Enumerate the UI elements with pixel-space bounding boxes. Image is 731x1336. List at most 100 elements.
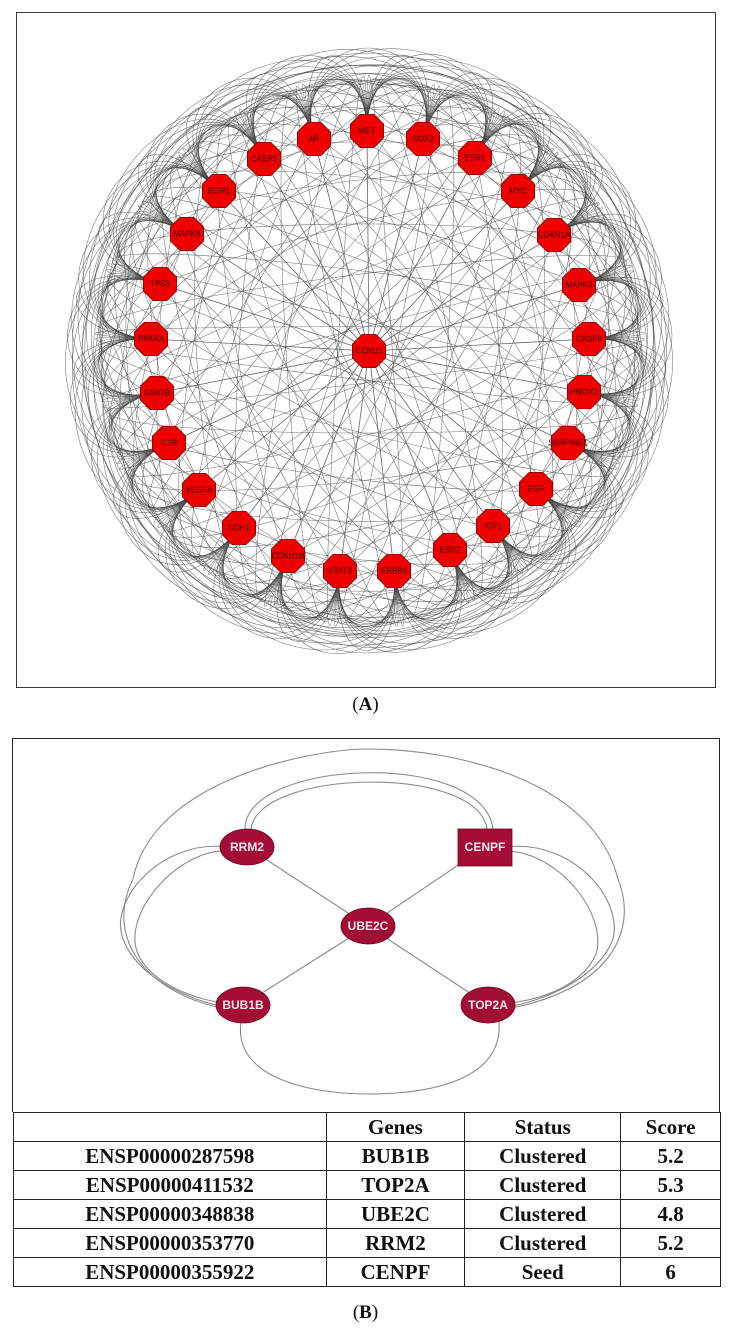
node-label: IGF1	[484, 522, 502, 531]
octagon-node-shape	[221, 510, 257, 545]
node-label: MAPK8	[173, 230, 201, 239]
node-label: ESR1	[465, 154, 486, 163]
cluster-edges	[120, 748, 625, 1095]
cell-id: ENSP00000287598	[13, 1141, 327, 1171]
octagon-node-shape	[181, 472, 217, 508]
table-row: ENSP00000287598 BUB1B Clustered 5.2	[13, 1141, 721, 1171]
header-score: Score	[620, 1112, 721, 1142]
table-row: ENSP00000348838 UBE2C Clustered 4.8	[13, 1199, 721, 1229]
cell-status: Clustered	[464, 1170, 622, 1200]
cell-score: 5.3	[620, 1170, 721, 1200]
cell-gene: UBE2C	[325, 1199, 466, 1229]
gene-node-gsk3b: GSK3B	[139, 375, 175, 411]
node-label: CDH1	[228, 524, 250, 533]
gene-node-igf1: IGF1	[475, 508, 511, 543]
network-nodes: METSOX2ESR1MYCCDKN1AMAPK3CASP9HMOX1SERPI…	[133, 114, 606, 588]
gene-node-cdkn1b: CDKN1B	[270, 539, 306, 573]
octagon-node-shape	[519, 471, 553, 507]
gene-node-ar: AR	[296, 122, 332, 157]
node-label: CASP9	[576, 335, 603, 344]
caption-a: (A)	[352, 694, 379, 715]
node-label: HMOX1	[570, 388, 599, 397]
octagon-node-shape	[551, 425, 585, 461]
octagon-node-shape	[562, 267, 596, 303]
cell-score: 5.2	[620, 1228, 721, 1258]
cluster-node-cenpf: CENPF	[457, 828, 513, 867]
gene-node-sox2: SOX2	[405, 122, 441, 157]
octagon-node-shape	[133, 321, 169, 357]
node-label: CCND1	[355, 347, 383, 356]
ellipse-node-shape	[215, 986, 271, 1024]
cluster-network: RRM2 CENPF UBE2C BUB1B TOP2A	[120, 748, 625, 1095]
octagon-node-shape	[500, 173, 535, 209]
gene-node-hmox1: HMOX1	[567, 374, 601, 410]
node-label: GSK3B	[144, 389, 171, 398]
node-label: EGR1	[208, 187, 230, 196]
gene-node-egf: EGF	[519, 471, 553, 507]
node-label: CDKN1A	[538, 231, 571, 240]
table-row: ENSP00000355922 CENPF Seed 6	[13, 1257, 721, 1287]
node-label: UBE2C	[348, 919, 389, 933]
cluster-table: Genes Status Score ENSP00000287598 BUB1B…	[13, 1112, 721, 1287]
ellipse-node-shape	[219, 828, 275, 866]
node-label: BUB1B	[222, 998, 264, 1012]
network-edges-hub	[150, 130, 590, 572]
table-row: ENSP00000411532 TOP2A Clustered 5.3	[13, 1170, 721, 1200]
square-node-shape	[457, 828, 513, 867]
node-label: VEGFA	[186, 486, 213, 495]
gene-node-esr1: ESR1	[457, 140, 493, 176]
node-label: MAPK3	[565, 281, 593, 290]
cell-id: ENSP00000355922	[13, 1257, 327, 1287]
cell-gene: CENPF	[325, 1257, 466, 1287]
cell-status: Clustered	[464, 1141, 622, 1171]
octagon-node-shape	[169, 216, 205, 252]
gene-node-cdkn1a: CDKN1A	[537, 217, 571, 253]
node-label: AR	[308, 135, 319, 144]
octagon-node-shape	[432, 533, 468, 567]
octagon-node-shape	[537, 217, 571, 253]
octagon-node-shape	[142, 266, 178, 302]
octagon-node-shape	[201, 173, 237, 209]
gene-node-casp3: CASP3	[246, 141, 282, 177]
node-label: CENPF	[465, 840, 506, 854]
octagon-node-shape	[270, 539, 306, 573]
panel-b-network: RRM2 CENPF UBE2C BUB1B TOP2A	[12, 738, 720, 1112]
node-label: ESR2	[440, 546, 461, 555]
cell-score: 4.8	[620, 1199, 721, 1229]
node-label: TOP2A	[468, 998, 508, 1012]
node-label: MET	[359, 127, 376, 136]
table-header-row: Genes Status Score	[13, 1112, 721, 1142]
node-label: CASP3	[251, 155, 278, 164]
cluster-node-bub1b: BUB1B	[215, 986, 271, 1024]
gene-node-met: MET	[349, 114, 385, 149]
octagon-node-shape	[572, 321, 606, 357]
cell-gene: TOP2A	[325, 1170, 466, 1200]
octagon-node-shape	[351, 333, 387, 369]
cluster-node-top2a: TOP2A	[460, 986, 516, 1024]
gene-node-egr1: EGR1	[201, 173, 237, 209]
node-label: STAT3	[328, 567, 352, 576]
cell-status: Clustered	[464, 1228, 622, 1258]
gene-node-cdh1: CDH1	[221, 510, 257, 545]
node-label: PPARA	[138, 335, 165, 344]
cell-id: ENSP00000411532	[13, 1170, 327, 1200]
octagon-node-shape	[296, 122, 332, 157]
octagon-node-shape	[457, 140, 493, 176]
gene-node-esr2: ESR2	[432, 533, 468, 567]
cluster-node-rrm2: RRM2	[219, 828, 275, 866]
octagon-node-shape	[376, 554, 412, 588]
hub-node-ccnd1: CCND1	[351, 333, 387, 369]
octagon-node-shape	[567, 374, 601, 410]
gene-node-myc: MYC	[500, 173, 535, 209]
octagon-node-shape	[405, 122, 441, 157]
node-label: TP53	[150, 280, 170, 289]
caption-b: (B)	[352, 1302, 379, 1323]
cell-id: ENSP00000348838	[13, 1199, 327, 1229]
gene-node-erbb3: ERBB3	[376, 554, 412, 588]
gene-node-vegfa: VEGFA	[181, 472, 217, 508]
ellipse-node-shape	[340, 907, 396, 945]
gene-node-il1b: IL1B	[151, 425, 187, 461]
node-label: CDKN1B	[272, 552, 304, 561]
cell-status: Seed	[464, 1257, 622, 1287]
